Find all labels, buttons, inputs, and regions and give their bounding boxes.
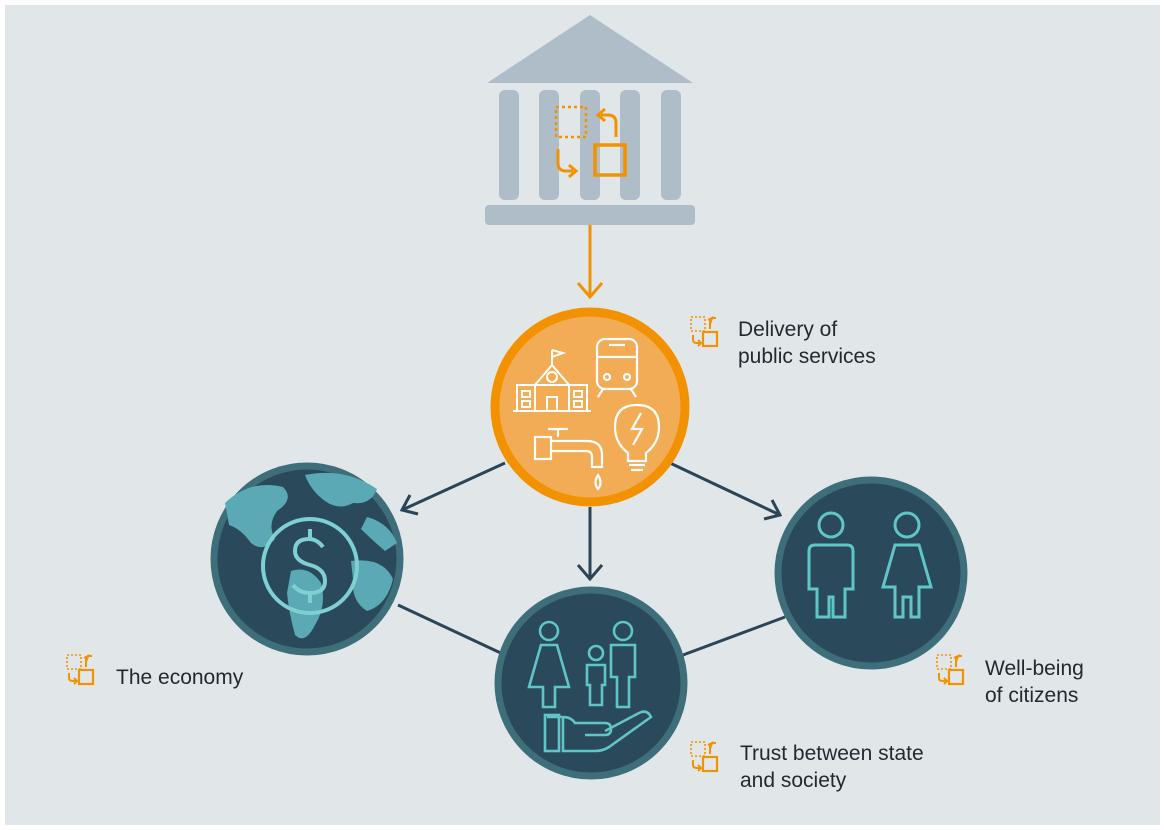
label-line: of citizens <box>985 684 1079 707</box>
train-icon <box>595 337 639 398</box>
swap-squares-icon <box>689 315 719 348</box>
school-icon <box>513 349 591 412</box>
diagram-canvas: Delivery of public services The economy … <box>5 5 1160 825</box>
trust-circle <box>494 586 688 780</box>
label-line: public services <box>738 345 876 368</box>
label-line: Well-being <box>985 657 1084 680</box>
swap-squares-icon <box>689 740 719 773</box>
light-bulb-icon <box>613 403 661 472</box>
water-tap-icon <box>533 427 604 491</box>
label-trust-between-state-and-society: Trust between state and society <box>740 740 924 794</box>
swap-squares-icon <box>65 653 95 686</box>
family-on-hand-icon <box>527 620 653 753</box>
label-line: Trust between state <box>740 742 924 765</box>
connector-lines <box>397 603 786 657</box>
public-services-circle <box>490 307 690 507</box>
connector-trust-wellbeing <box>682 615 786 657</box>
arrow-services-to-trust <box>576 507 604 582</box>
label-well-being-of-citizens: Well-being of citizens <box>985 655 1084 709</box>
label-line: and society <box>740 769 847 792</box>
label-delivery-of-public-services: Delivery of public services <box>738 316 876 370</box>
arrow-government-to-services <box>576 223 604 300</box>
wellbeing-circle <box>774 476 968 670</box>
classical-building-icon <box>485 15 695 225</box>
arrow-services-to-wellbeing <box>669 461 783 521</box>
swap-squares-icon <box>554 105 627 179</box>
arrow-services-to-economy <box>399 461 506 516</box>
label-line: The economy <box>116 666 244 689</box>
dollar-coin-icon <box>261 517 359 615</box>
swap-squares-icon <box>935 653 965 686</box>
label-the-economy: The economy <box>116 664 243 691</box>
label-line: Delivery of <box>738 318 838 341</box>
diagram-svg <box>65 15 968 780</box>
connector-economy-trust <box>397 603 506 657</box>
man-and-woman-icon <box>807 511 933 619</box>
economy-circle <box>210 462 404 656</box>
